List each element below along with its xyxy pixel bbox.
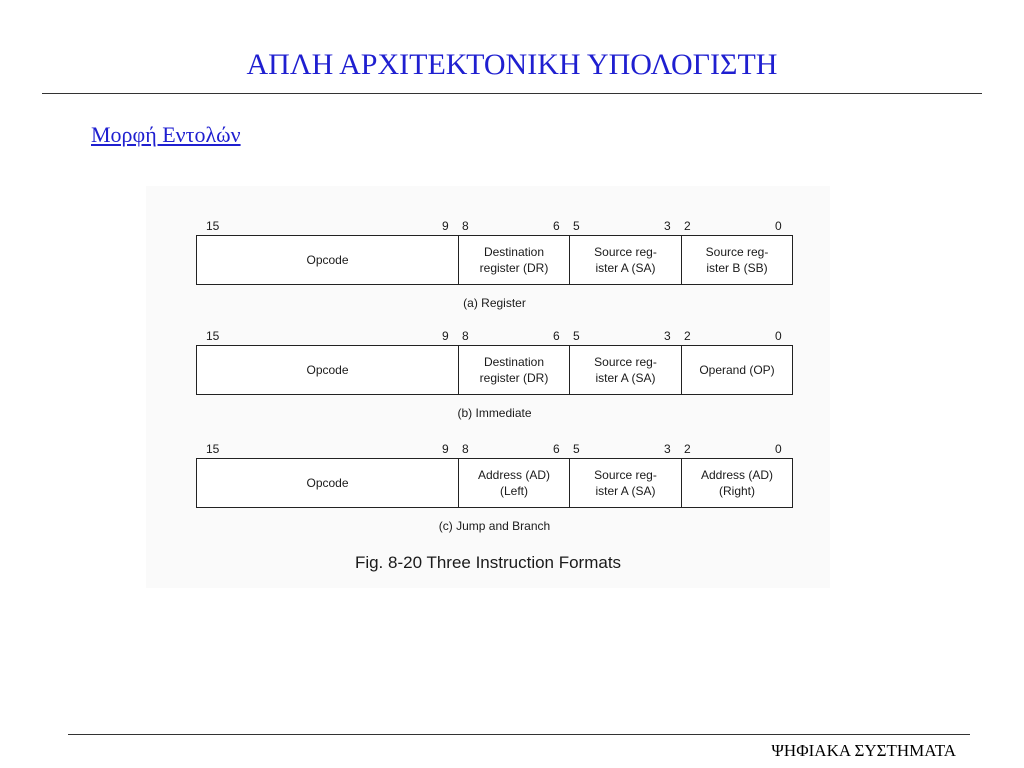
format-caption: (c) Jump and Branch <box>438 519 551 533</box>
dr-field: Destination register (DR) <box>459 346 570 394</box>
bit-label: 15 <box>206 219 220 233</box>
bit-label: 15 <box>206 329 220 343</box>
bit-label: 15 <box>206 442 220 456</box>
bit-label: 9 <box>442 219 449 233</box>
format-immediate: 15 9 8 6 5 3 2 0 Opcode Destination regi… <box>196 327 793 421</box>
sa-field: Source reg- ister A (SA) <box>570 346 682 394</box>
bit-label: 0 <box>775 329 782 343</box>
format-register: 15 9 8 6 5 3 2 0 Opcode Destination regi… <box>196 217 793 311</box>
instruction-formats-figure: 15 9 8 6 5 3 2 0 Opcode Destination regi… <box>146 186 830 588</box>
bit-positions: 15 9 8 6 5 3 2 0 <box>196 327 793 345</box>
bit-label: 0 <box>775 442 782 456</box>
bit-label: 2 <box>684 442 691 456</box>
bit-label: 9 <box>442 329 449 343</box>
bit-label: 9 <box>442 442 449 456</box>
bit-label: 2 <box>684 329 691 343</box>
bit-label: 5 <box>573 219 580 233</box>
bit-label: 5 <box>573 442 580 456</box>
sa-field: Source reg- ister A (SA) <box>570 236 682 284</box>
instruction-word: Opcode Address (AD) (Left) Source reg- i… <box>196 458 793 508</box>
bit-label: 8 <box>462 329 469 343</box>
figure-caption: Fig. 8-20 Three Instruction Formats <box>354 553 622 572</box>
format-caption: (b) Immediate <box>457 406 532 420</box>
bit-label: 3 <box>664 329 671 343</box>
opcode-field: Opcode <box>197 459 459 507</box>
operand-field: Operand (OP) <box>699 363 775 377</box>
bit-label: 3 <box>664 219 671 233</box>
address-right-field: Address (AD) (Right) <box>700 468 774 498</box>
bit-label: 2 <box>684 219 691 233</box>
slide-title: ΑΠΛΗ ΑΡΧΙΤΕΚΤΟΝΙΚΗ ΥΠΟΛΟΓΙΣΤΗ <box>246 48 778 81</box>
dr-field: Destination register (DR) <box>459 236 570 284</box>
bit-positions: 15 9 8 6 5 3 2 0 <box>196 440 793 458</box>
bit-label: 6 <box>553 329 560 343</box>
slide-subtitle: Μορφή Εντολών <box>91 122 241 147</box>
footer-text: ΨΗΦΙΑΚΑ ΣΥΣΤΗΜΑΤΑ <box>771 741 956 760</box>
footer-divider <box>68 734 970 735</box>
bit-label: 6 <box>553 442 560 456</box>
instruction-word: Opcode Destination register (DR) Source … <box>196 235 793 285</box>
bit-label: 8 <box>462 219 469 233</box>
opcode-field: Opcode <box>197 346 459 394</box>
bit-label: 8 <box>462 442 469 456</box>
bit-label: 0 <box>775 219 782 233</box>
address-left-field: Address (AD) (Left) <box>459 459 570 507</box>
format-jump-branch: 15 9 8 6 5 3 2 0 Opcode Address (AD) (Le… <box>196 440 793 534</box>
bit-label: 6 <box>553 219 560 233</box>
opcode-field: Opcode <box>197 236 459 284</box>
bit-label: 3 <box>664 442 671 456</box>
bit-label: 5 <box>573 329 580 343</box>
bit-positions: 15 9 8 6 5 3 2 0 <box>196 217 793 235</box>
format-caption: (a) Register <box>463 296 526 310</box>
title-divider <box>42 93 982 94</box>
instruction-word: Opcode Destination register (DR) Source … <box>196 345 793 395</box>
sb-field: Source reg- ister B (SB) <box>705 245 769 275</box>
sa-field: Source reg- ister A (SA) <box>570 459 682 507</box>
